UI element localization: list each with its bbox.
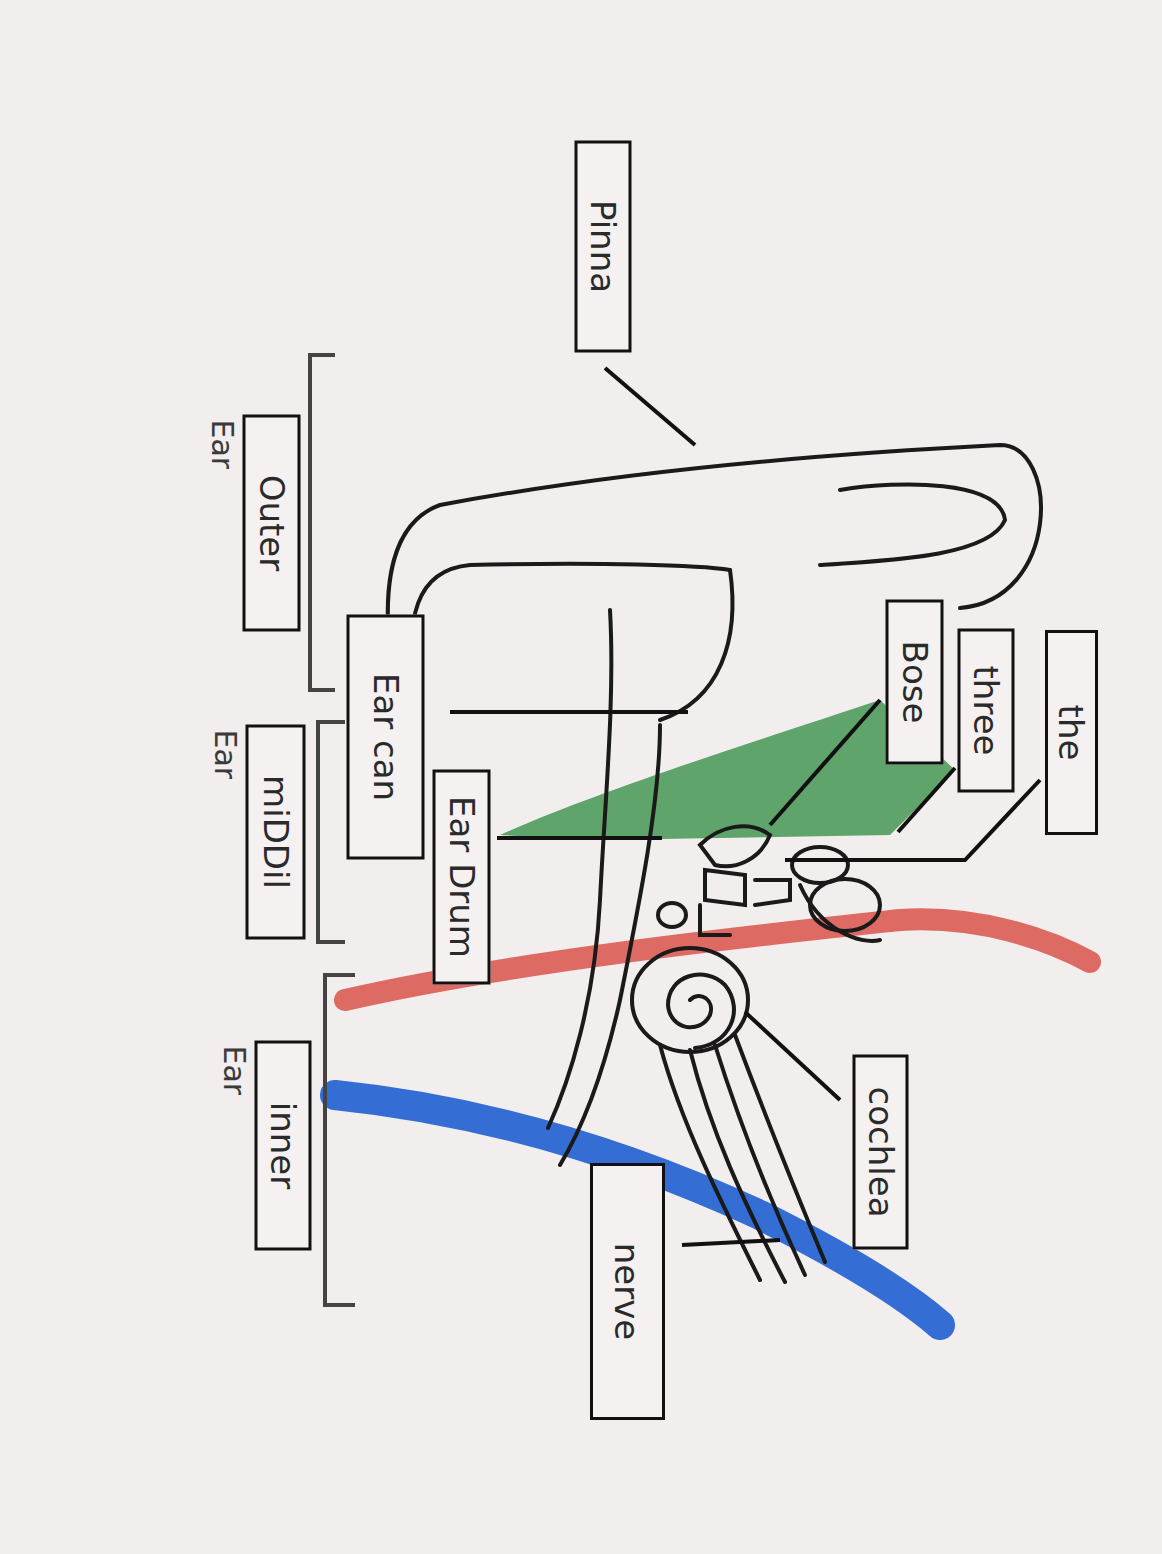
- label-box: three: [958, 628, 1015, 792]
- label-text: Ear can: [368, 673, 402, 801]
- label-text: Bose: [897, 641, 931, 724]
- label-box: innerEar: [255, 1040, 312, 1250]
- label-text: Outer: [254, 475, 288, 572]
- label-box: OuterEar: [242, 415, 300, 632]
- label-text: cochlea: [863, 1087, 897, 1218]
- label-text: miDDil: [258, 775, 292, 889]
- label-box: Ear Drum: [432, 770, 490, 985]
- label-heading: Ear: [217, 1045, 252, 1095]
- label-box: cochlea: [852, 1055, 908, 1250]
- label-heading: Ear: [207, 730, 242, 780]
- label-box: nerve: [590, 1163, 665, 1420]
- label-box: Bose: [885, 600, 943, 765]
- label-text: inner: [266, 1101, 300, 1188]
- label-text: three: [969, 665, 1003, 755]
- label-text: Pinna: [586, 199, 620, 292]
- label-heading: Ear: [204, 420, 239, 470]
- label-box: miDDilEar: [245, 725, 305, 940]
- label-box: Pinna: [575, 140, 632, 352]
- label-box: the: [1045, 630, 1098, 835]
- label-text: the: [1054, 704, 1088, 760]
- label-text: nerve: [610, 1242, 644, 1339]
- label-box: Ear can: [346, 615, 424, 860]
- label-text: Ear Drum: [444, 796, 478, 958]
